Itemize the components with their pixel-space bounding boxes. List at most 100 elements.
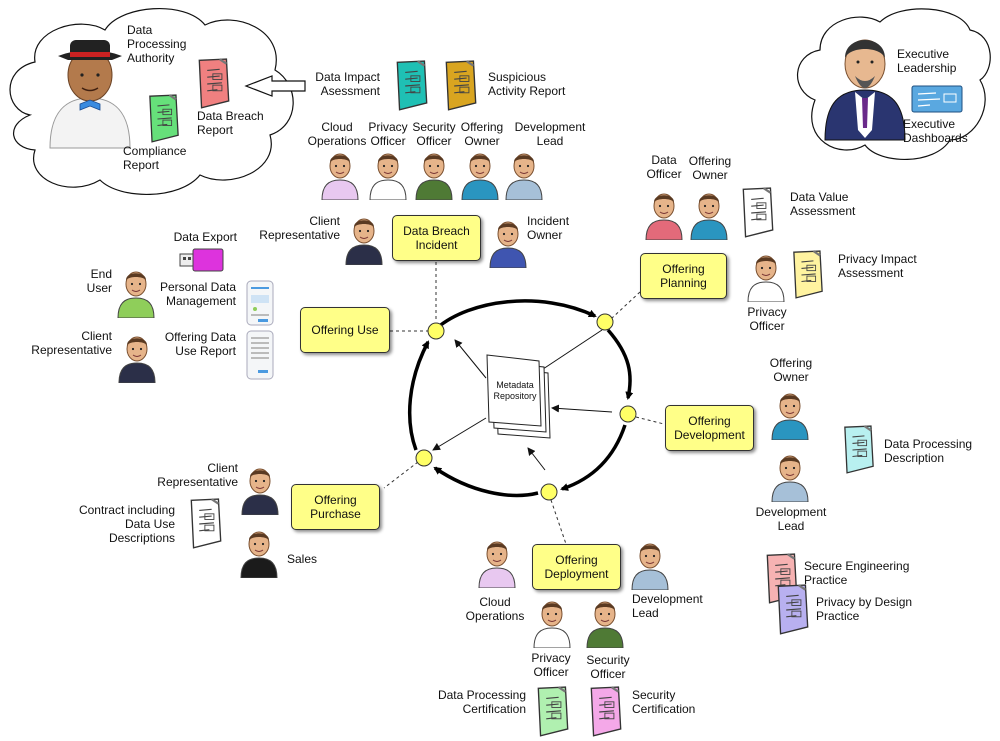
exec-person-icon	[824, 39, 906, 141]
report-flow-arrow	[244, 75, 306, 97]
repository-links	[432, 329, 613, 471]
security-certification-icon	[590, 686, 622, 737]
loop-arrow-2	[606, 328, 634, 400]
repo-link-1	[533, 329, 603, 376]
role-label-cloud-ops-top: Cloud Operations	[307, 120, 367, 148]
role-label-security-officer-top: Security Officer	[412, 120, 456, 148]
loop-arrow-1	[435, 299, 597, 330]
artifact-label-data-breach-report: Data Breach Report	[197, 109, 264, 137]
artifact-label-executive-dashboards: Executive Dashboards	[903, 117, 968, 145]
role-label-dpa: Data Processing Authority	[127, 23, 187, 65]
offering-owner-planning-person-icon	[690, 193, 728, 240]
node-use	[427, 322, 445, 340]
dash-purchase	[383, 461, 419, 489]
client-rep-purchase-person-icon	[241, 468, 279, 515]
repo-link-3	[527, 447, 546, 471]
suspicious-activity-report-icon	[445, 60, 477, 112]
role-label-client-rep-use: Client Representative	[31, 329, 112, 357]
data-processing-description-icon	[843, 425, 875, 475]
incident-owner-person-icon	[489, 221, 527, 268]
dev-lead-top-person-icon	[505, 153, 543, 200]
loop-arrow-4	[433, 466, 539, 498]
stage-offering-development[interactable]: Offering Development	[665, 405, 754, 451]
node-deployment	[540, 483, 558, 501]
personal-data-phone-icon	[246, 280, 274, 326]
role-label-exec-leadership: Executive Leadership	[897, 47, 957, 75]
role-label-dev-lead-dev: Development Lead	[755, 505, 827, 533]
artifact-label-personal-data-management: Personal Data Management	[159, 280, 236, 308]
dev-lead-dev-person-icon	[771, 455, 809, 502]
privacy-officer-deploy-person-icon	[533, 601, 571, 648]
compliance-report-icon	[148, 94, 180, 143]
artifact-label-privacy-by-design-practice: Privacy by Design Practice	[816, 595, 913, 623]
artifact-label-data-value-assessment: Data Value Assessment	[790, 190, 856, 218]
role-label-incident-owner: Incident Owner	[527, 214, 570, 242]
role-label-end-user: End User	[86, 267, 112, 295]
data-breach-report-icon	[198, 58, 230, 109]
dash-development	[635, 416, 665, 425]
data-processing-certification-icon	[537, 686, 569, 737]
contract-icon	[190, 498, 222, 550]
offering-data-use-phone-icon	[246, 330, 274, 380]
node-purchase	[415, 449, 433, 467]
role-label-security-officer-deploy: Security Officer	[586, 653, 630, 681]
loop-arrow-5	[407, 340, 430, 451]
privacy-officer-planning-person-icon	[747, 255, 785, 302]
data-impact-assessment-icon	[396, 60, 428, 112]
artifact-label-privacy-impact-assessment: Privacy Impact Assessment	[838, 252, 917, 280]
metadata-repository-icon	[486, 354, 551, 439]
end-user-person-icon	[117, 271, 155, 318]
data-value-assessment-icon	[742, 187, 774, 239]
artifact-label-data-processing-description: Data Processing Description	[884, 437, 973, 465]
usb-icon	[179, 248, 224, 272]
connector-nodes	[415, 313, 637, 501]
stage-offering-use[interactable]: Offering Use	[300, 307, 390, 353]
client-rep-breach-person-icon	[345, 218, 383, 265]
role-label-dev-lead-top: Development Lead	[514, 120, 586, 148]
role-label-data-officer-planning: Data Officer	[646, 153, 682, 181]
artifact-label-contract: Contract including Data Use Descriptions	[78, 503, 175, 545]
metadata-repository-label: Metadata Repository	[493, 380, 537, 401]
privacy-impact-assessment-icon	[792, 250, 824, 300]
artifact-label-security-certification: Security Certification	[632, 688, 696, 716]
artifact-label-suspicious-activity-report: Suspicious Activity Report	[488, 70, 566, 98]
repo-link-2	[551, 404, 613, 413]
cloud-ops-top-person-icon	[321, 153, 359, 200]
privacy-officer-top-person-icon	[369, 153, 407, 200]
repo-link-5	[454, 339, 487, 379]
dpa-person-icon	[49, 40, 131, 149]
node-planning	[596, 313, 614, 331]
sales-person-icon	[240, 531, 278, 578]
stage-offering-purchase[interactable]: Offering Purchase	[291, 484, 380, 530]
privacy-by-design-practice-icon	[776, 584, 810, 636]
artifact-label-secure-engineering-practice: Secure Engineering Practice	[804, 559, 910, 587]
offering-owner-top-person-icon	[461, 153, 499, 200]
role-label-offering-owner-top: Offering Owner	[460, 120, 504, 148]
lifecycle-loop	[407, 299, 634, 498]
repo-link-4	[432, 417, 487, 451]
artifact-label-data-export: Data Export	[173, 230, 237, 244]
dash-deployment	[550, 499, 567, 545]
executive-dashboard-icon	[911, 85, 963, 113]
client-rep-use-person-icon	[118, 336, 156, 383]
data-officer-planning-person-icon	[645, 193, 683, 240]
cloud-ops-deploy-person-icon	[478, 541, 516, 588]
dash-planning	[611, 291, 641, 319]
role-label-sales: Sales	[287, 552, 318, 566]
stage-offering-deployment[interactable]: Offering Deployment	[532, 544, 621, 590]
stage-data-breach-incident[interactable]: Data Breach Incident	[392, 215, 481, 261]
loop-arrow-3	[560, 424, 627, 491]
role-label-privacy-officer-top: Privacy Officer	[368, 120, 408, 148]
dev-lead-deploy-person-icon	[631, 543, 669, 590]
artifact-label-offering-data-use-report: Offering Data Use Report	[164, 330, 236, 358]
artifact-label-data-processing-certification: Data Processing Certification	[437, 688, 526, 716]
artifact-label-data-impact-assessment: Data Impact Asessment	[315, 70, 380, 98]
security-officer-deploy-person-icon	[586, 601, 624, 648]
stage-offering-planning[interactable]: Offering Planning	[640, 253, 727, 299]
role-label-offering-owner-planning: Offering Owner	[688, 154, 732, 182]
role-label-privacy-officer-planning: Privacy Officer	[747, 305, 787, 333]
role-label-privacy-officer-deploy: Privacy Officer	[531, 651, 571, 679]
role-label-client-rep-purchase: Client Representative	[157, 461, 238, 489]
role-label-offering-owner-dev: Offering Owner	[769, 356, 813, 384]
